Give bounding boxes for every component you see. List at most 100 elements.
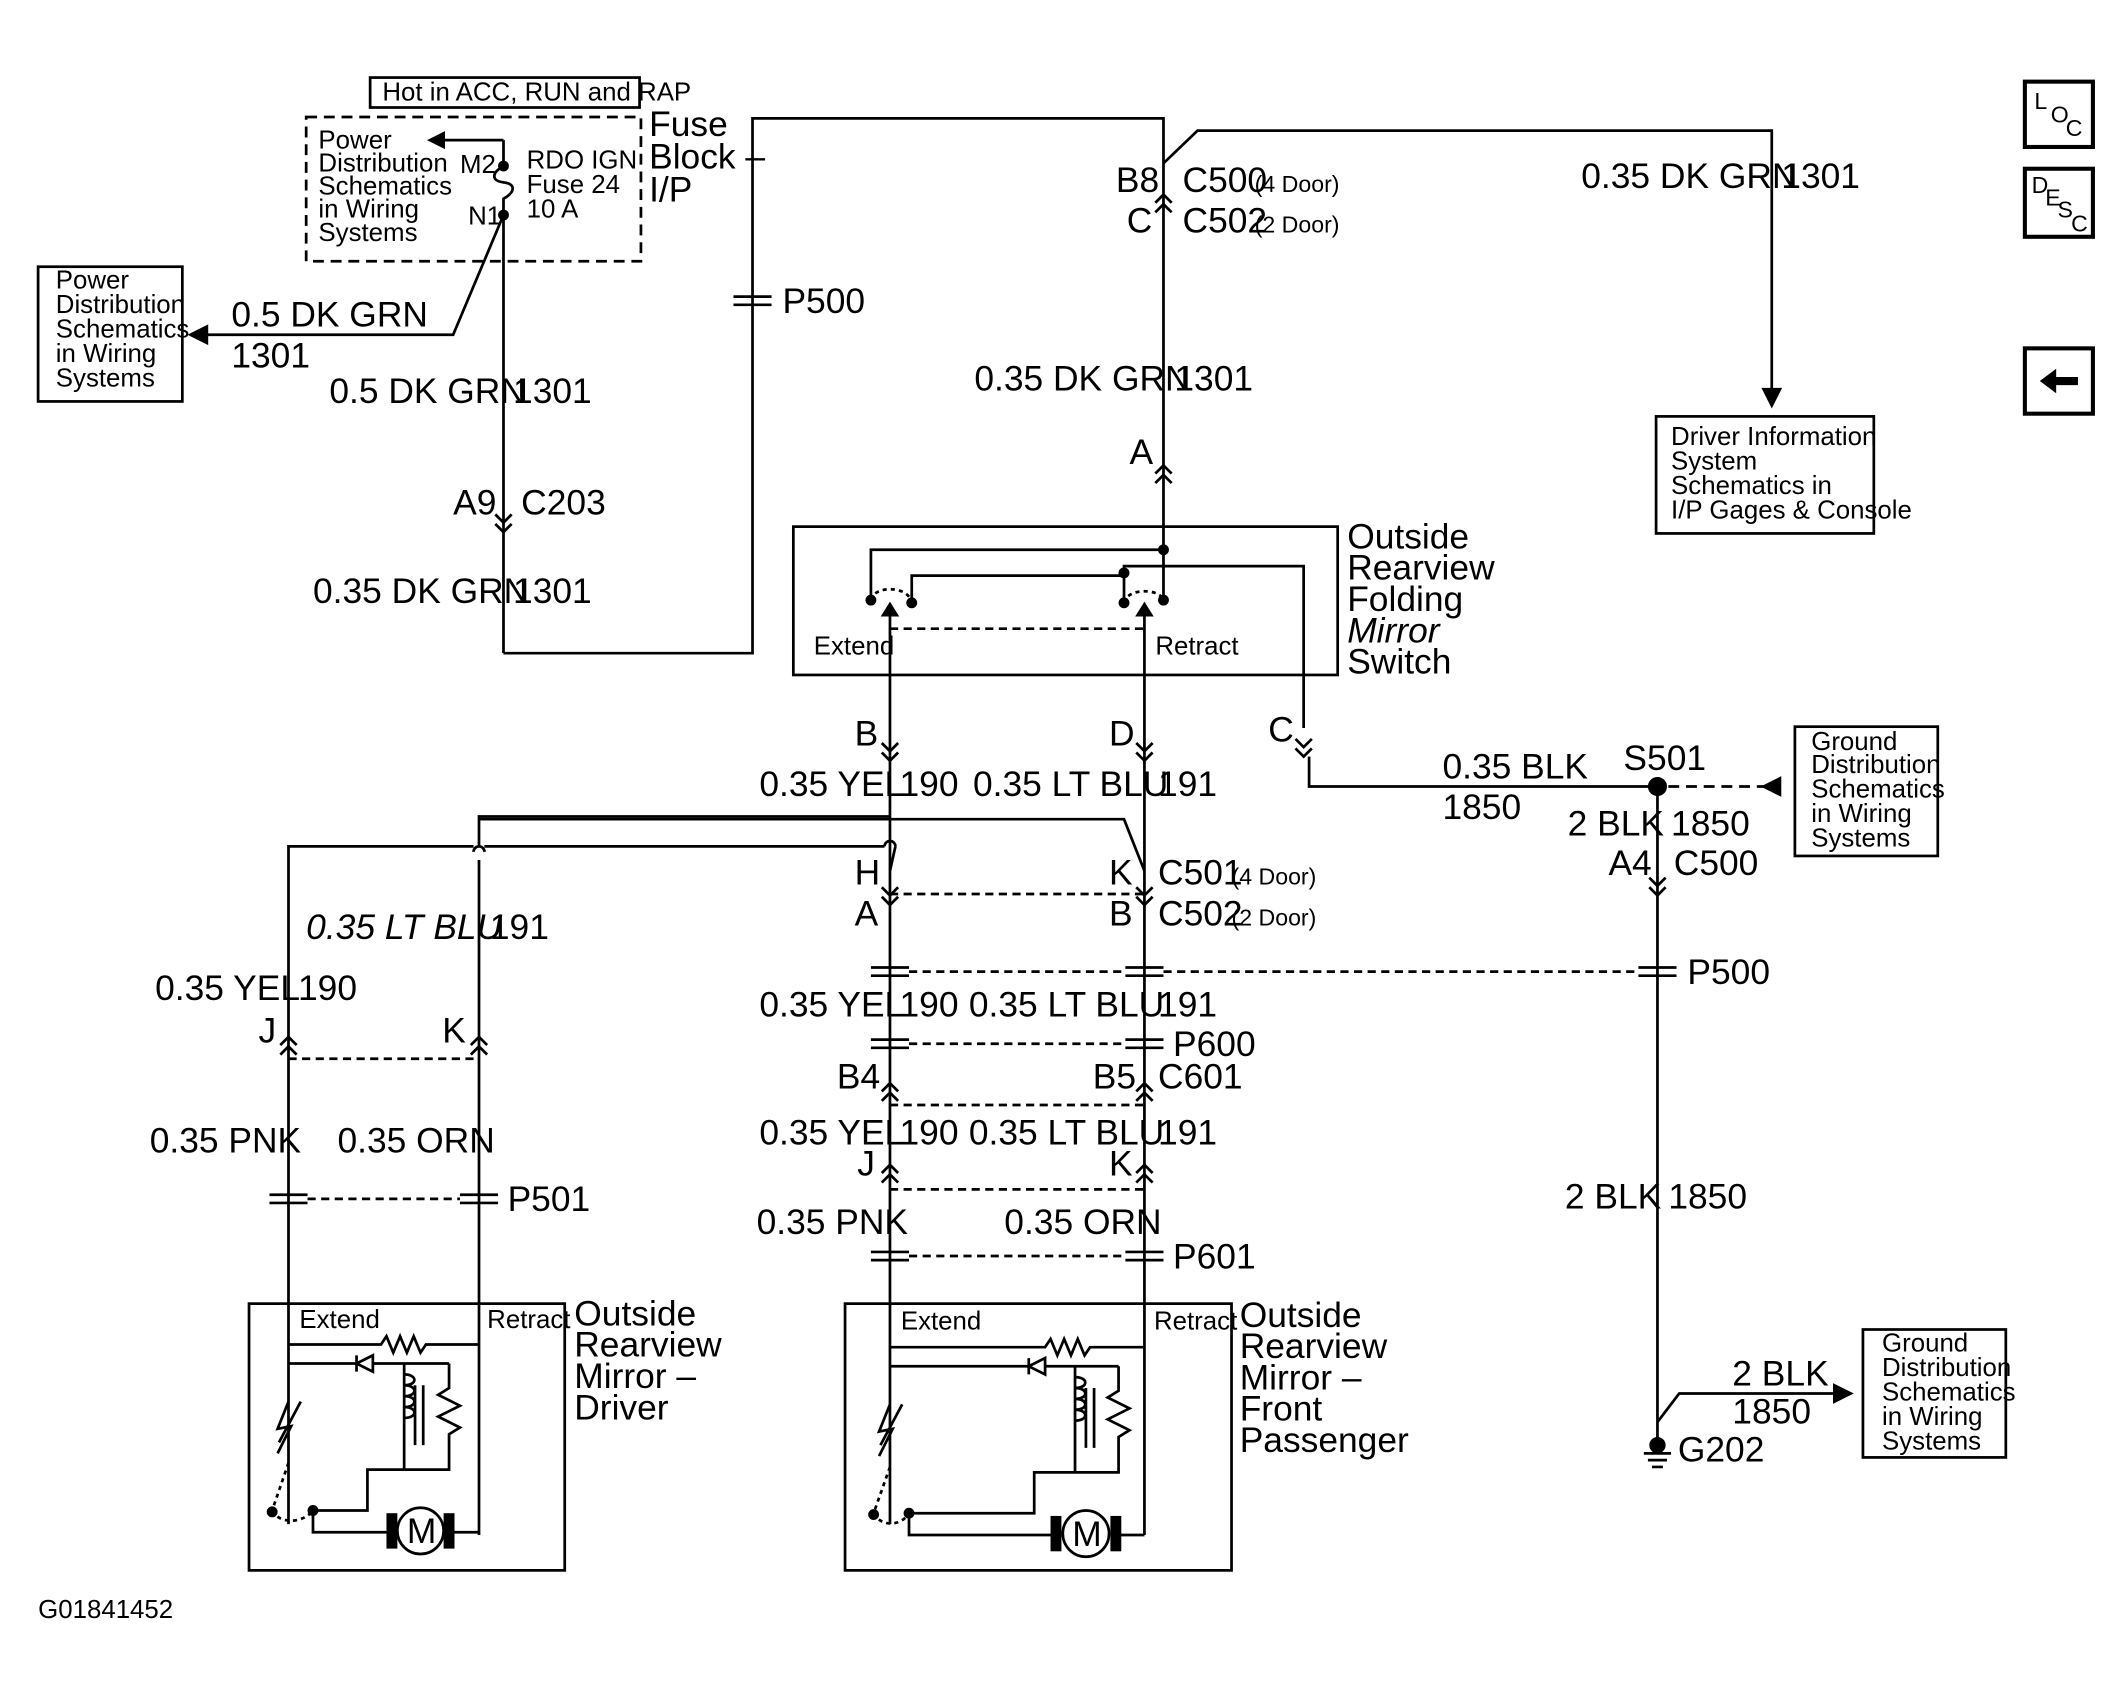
- gd1-line-5: Systems: [1811, 824, 1910, 852]
- blu-wire-1: 0.35 LT BLU: [973, 765, 1168, 804]
- driver-title-4: Driver: [574, 1388, 669, 1427]
- blu-circuit-3: 191: [1158, 1113, 1217, 1152]
- wire-05-circuit-a: 1301: [231, 336, 310, 375]
- svg-text:C: C: [2071, 210, 2088, 236]
- wire-035-dkgrn-a: 0.35 DK GRN: [313, 572, 529, 611]
- ground-distribution-box-2[interactable]: Ground Distribution Schematics in Wiring…: [1861, 1328, 2016, 1459]
- pass-title-3: Mirror –: [1240, 1358, 1362, 1397]
- svg-text:O: O: [2051, 101, 2069, 127]
- c601-connector-icon: [880, 1081, 1154, 1102]
- fuse-block-label-2: Block –: [649, 138, 765, 177]
- ground-arrow-icon-2: [1832, 1383, 1854, 1404]
- fuse-name-1: RDO IGN: [527, 147, 638, 175]
- fuse-block-section: Hot in ACC, RUN and RAP Power Distributi…: [304, 76, 765, 263]
- wire-right-circuit: 1301: [1781, 157, 1860, 196]
- dis-line-3: Schematics in: [1671, 472, 1832, 500]
- c500-label: C500: [1183, 161, 1268, 200]
- n1-label: N1: [468, 203, 501, 231]
- back-arrow-icon[interactable]: [2022, 346, 2095, 416]
- dis-line-4: I/P Gages & Console: [1671, 496, 1912, 524]
- pass-coil-icon: [1074, 1375, 1096, 1448]
- wire-right-dkgrn: 0.35 DK GRN: [1581, 157, 1797, 196]
- pass-thermistor-icon: [876, 1403, 904, 1457]
- dis-line-1: Driver Information: [1671, 423, 1876, 451]
- blu-wire-3: 0.35 LT BLU: [969, 1113, 1164, 1152]
- blu-circuit-2: 191: [1158, 986, 1217, 1025]
- ground-symbol-icon: [1643, 1451, 1672, 1469]
- lpd-line-2: Distribution: [56, 291, 185, 319]
- blk-circuit-4: 1850: [1732, 1392, 1811, 1431]
- c502-note-top: (2 Door): [1255, 212, 1340, 238]
- wire-mid-circuit: 1301: [1174, 360, 1253, 399]
- driver-extend-label: Extend: [299, 1306, 379, 1334]
- pd-box-line-5: Systems: [318, 219, 417, 247]
- switch-title-1: Outside: [1347, 517, 1469, 556]
- pass-resistor-icon: [889, 1335, 1145, 1359]
- figure-id: G01841452: [38, 1596, 173, 1624]
- fuse-icon: [492, 140, 515, 216]
- pass-diode-icon: [889, 1355, 1119, 1473]
- pd-box-line-3: Schematics: [318, 173, 452, 201]
- pd-box-line-4: in Wiring: [318, 196, 419, 224]
- pass-title-2: Rearview: [1240, 1327, 1388, 1366]
- ground-arrow-icon-1: [1760, 776, 1782, 797]
- driver-diode-icon: [288, 1353, 450, 1470]
- pnk-wire-driver: 0.35 PNK: [150, 1122, 302, 1161]
- svg-text:C: C: [2066, 115, 2083, 141]
- s501-label: S501: [1623, 739, 1706, 778]
- c500-note: (4 Door): [1255, 171, 1340, 197]
- driver-information-box[interactable]: Driver Information System Schematics in …: [1654, 415, 1912, 535]
- driver-retract-label: Retract: [487, 1306, 570, 1334]
- loc-icon[interactable]: L O C: [2022, 79, 2095, 150]
- ld-blu-wire: 0.35 LT BLU: [306, 908, 502, 947]
- c500b-label: C500: [1674, 844, 1759, 883]
- down-arrow-icon: [1761, 387, 1783, 409]
- gd2-line-1: Ground: [1882, 1329, 1968, 1357]
- c-label-top: C: [1127, 202, 1153, 241]
- driver-mirror-assembly: Extend Retract M Outside Rearview Mirror…: [247, 1294, 722, 1572]
- pass-retract-label: Retract: [1154, 1308, 1237, 1336]
- yel-circuit-2: 190: [899, 986, 958, 1025]
- k-label-driver: K: [442, 1011, 466, 1050]
- pass-jk-connector-icon: [880, 1162, 1154, 1184]
- p600-label: P600: [1173, 1025, 1256, 1064]
- d-label: D: [1109, 715, 1135, 754]
- yel-circuit-1: 190: [899, 765, 958, 804]
- c502-label-top: C502: [1183, 202, 1268, 241]
- fuse-block-label-3: I/P: [649, 170, 692, 209]
- j-label-pass: J: [857, 1145, 875, 1184]
- j-label-driver: J: [259, 1011, 277, 1050]
- gd1-line-3: Schematics: [1811, 775, 1945, 803]
- b-label-c502b: B: [1109, 894, 1133, 933]
- gd2-line-3: Schematics: [1882, 1378, 2016, 1406]
- orn-wire-driver: 0.35 ORN: [337, 1122, 494, 1161]
- passenger-mirror-assembly: Extend Retract M Outside Rearview Mirror…: [843, 1296, 1409, 1572]
- ld-yel-wire: 0.35 YEL: [155, 969, 300, 1008]
- left-power-distribution-box[interactable]: Power Distribution Schematics in Wiring …: [36, 265, 189, 403]
- ld-yel-circuit: 190: [298, 969, 357, 1008]
- blk-wire-2: 2 BLK: [1568, 805, 1665, 844]
- driver-motor-label: M: [407, 1512, 436, 1551]
- pass-title-1: Outside: [1240, 1296, 1362, 1335]
- yel-wire-1: 0.35 YEL: [759, 765, 904, 804]
- svg-text:L: L: [2034, 88, 2047, 114]
- blk-wire-4: 2 BLK: [1732, 1354, 1829, 1393]
- g202-label: G202: [1678, 1430, 1765, 1469]
- driver-title-2: Rearview: [574, 1326, 722, 1365]
- k-label-pass: K: [1109, 1145, 1133, 1184]
- desc-icon[interactable]: D E S C: [2022, 166, 2095, 239]
- gd1-line-2: Distribution: [1811, 751, 1940, 779]
- fuse-name-3: 10 A: [527, 196, 580, 224]
- pd-box-line-1: Power: [318, 126, 392, 154]
- c-switch-label: C: [1268, 711, 1294, 750]
- blk-circuit-1: 1850: [1442, 788, 1521, 827]
- b5-label: B5: [1093, 1058, 1136, 1097]
- c203-connector-icon: [494, 513, 513, 534]
- driver-resistor-icon: [288, 1332, 480, 1357]
- c502b-label: C502: [1158, 894, 1243, 933]
- switch-retract-label: Retract: [1155, 633, 1238, 661]
- ground-distribution-box-1[interactable]: Ground Distribution Schematics in Wiring…: [1793, 725, 1945, 858]
- b8-label: B8: [1116, 161, 1159, 200]
- c501-note: (4 Door): [1232, 864, 1317, 890]
